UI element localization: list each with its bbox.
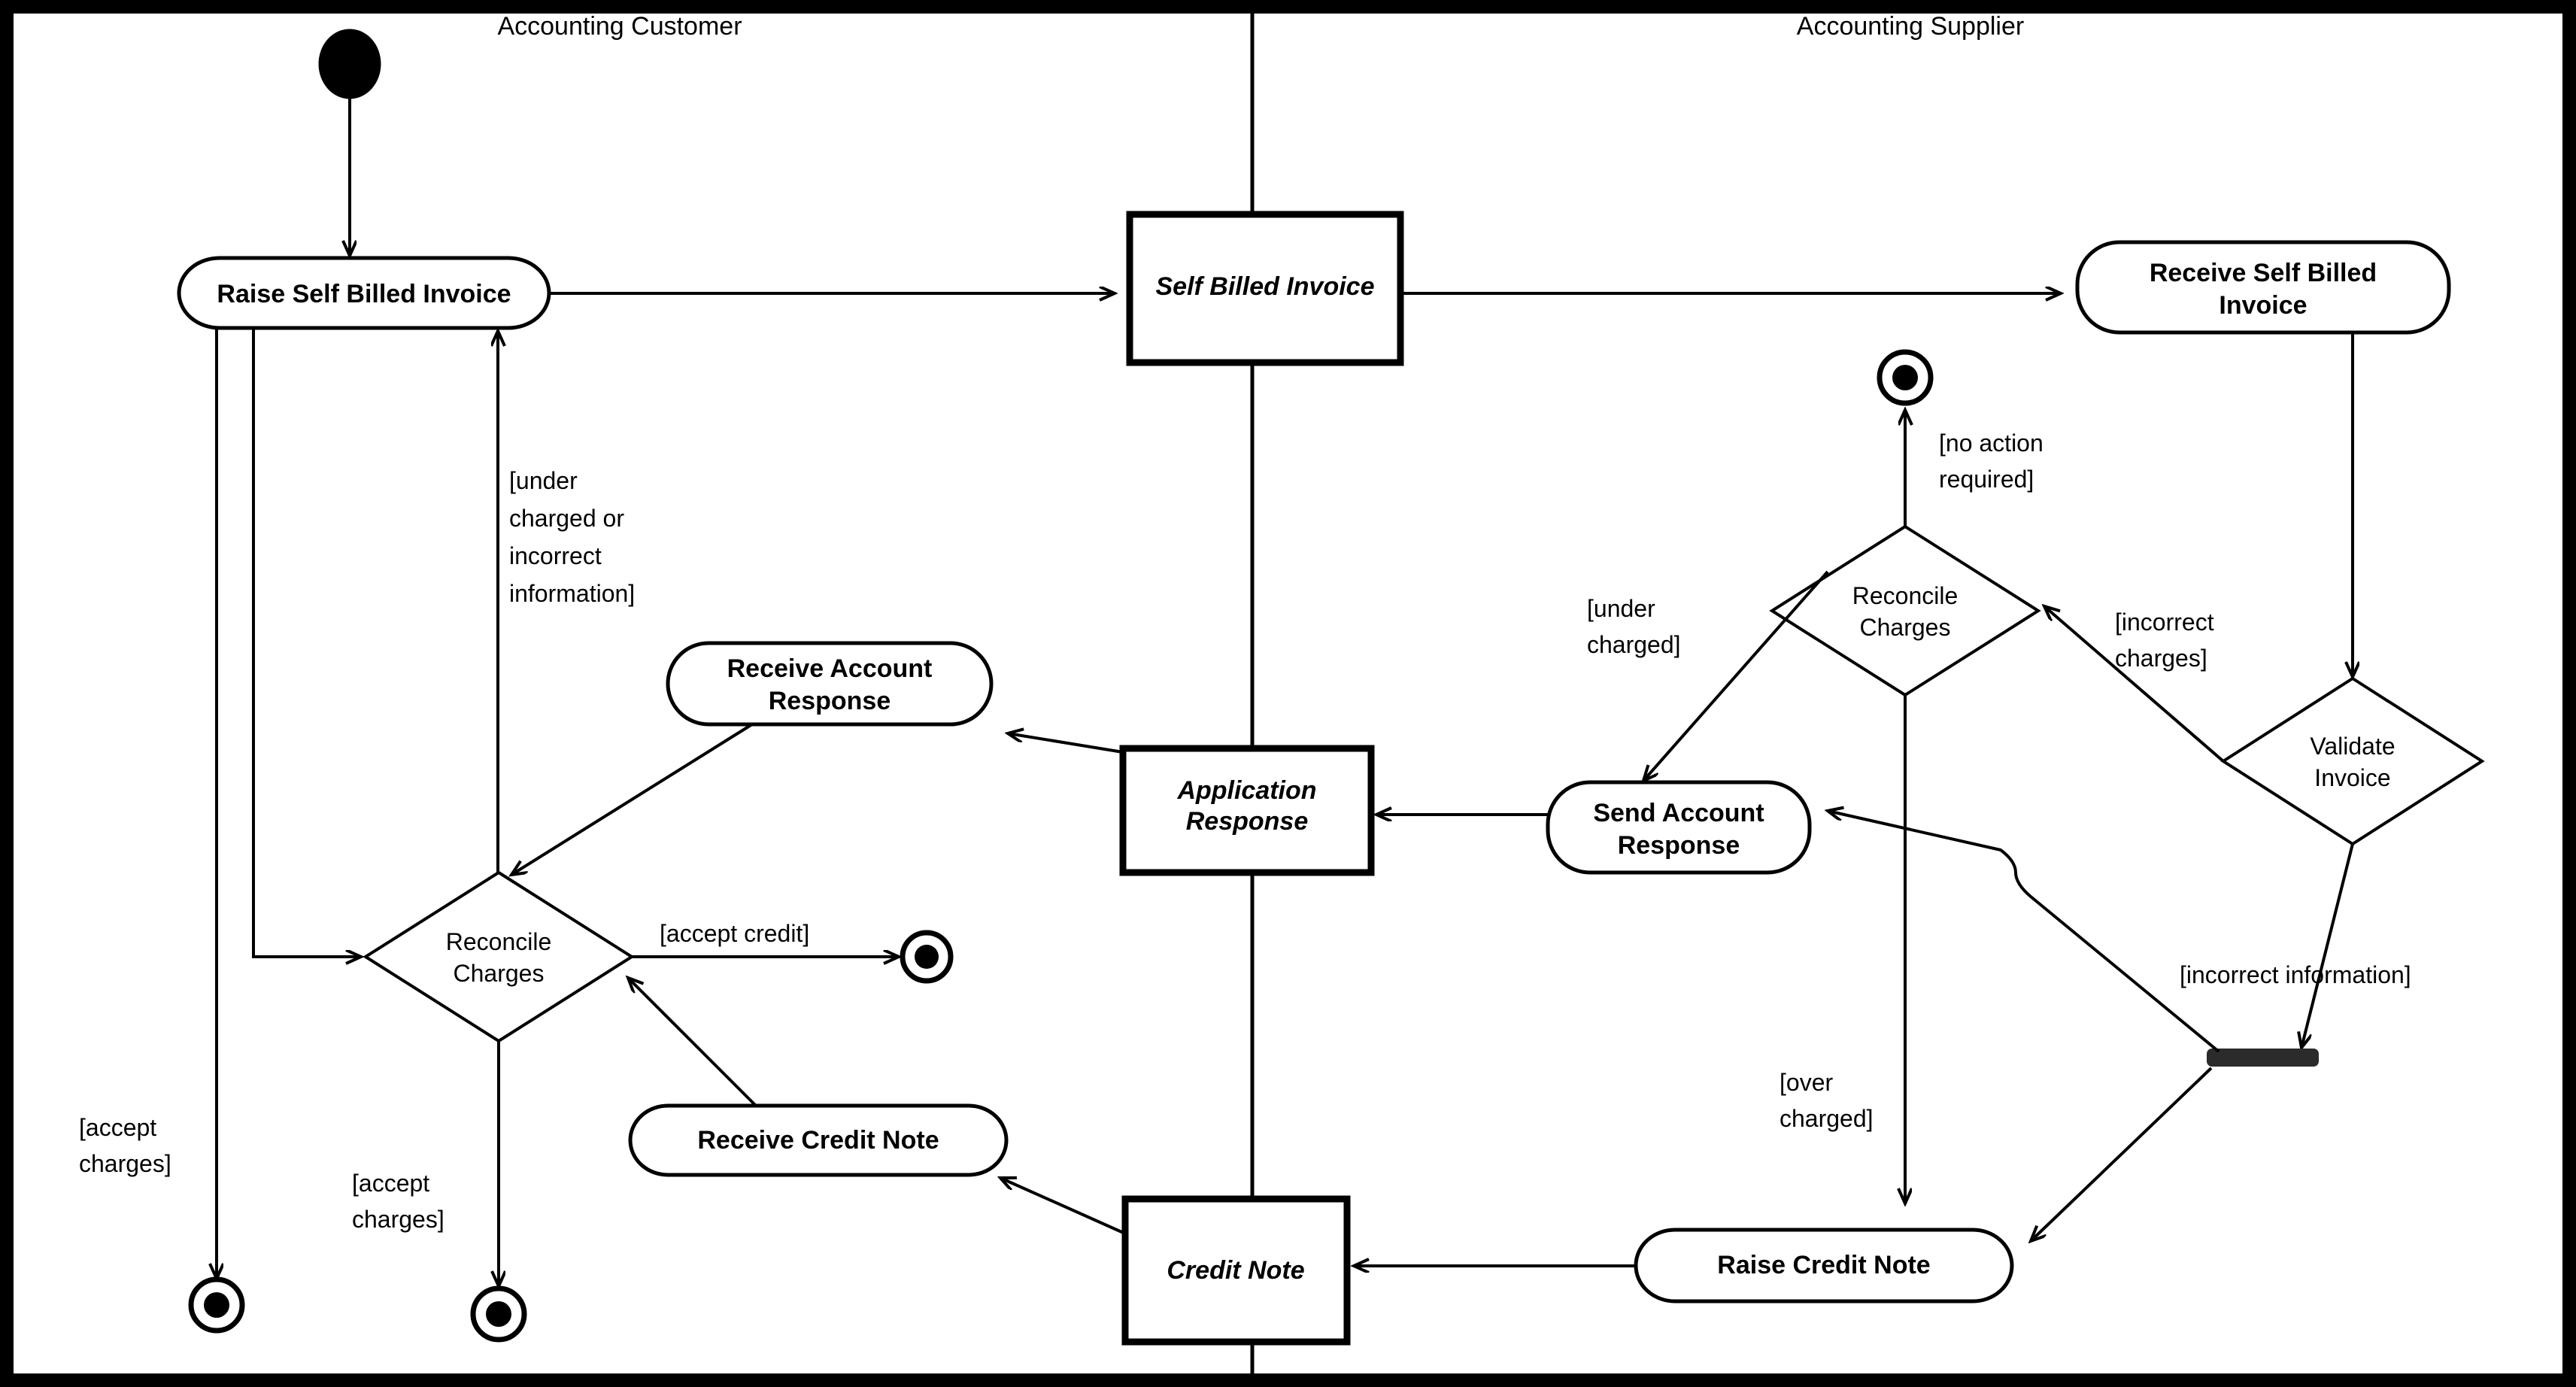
action-label-line2: Response bbox=[769, 687, 891, 715]
action-send-account-response[interactable]: Send Account Response bbox=[1546, 780, 1812, 875]
decision-shape bbox=[2220, 676, 2485, 846]
decision-label-line2: Invoice bbox=[2314, 764, 2390, 791]
svg-text:[under: [under bbox=[1587, 595, 1655, 622]
action-receive-account-response[interactable]: Receive Account Response bbox=[666, 641, 994, 727]
action-label-line2: Response bbox=[1618, 831, 1740, 860]
svg-text:required]: required] bbox=[1939, 466, 2034, 493]
svg-text:charges]: charges] bbox=[352, 1206, 445, 1233]
object-shape bbox=[1126, 211, 1404, 366]
action-receive-credit-note[interactable]: Receive Credit Note bbox=[628, 1103, 1009, 1177]
svg-text:[under: [under bbox=[509, 467, 578, 494]
action-shape bbox=[1546, 780, 1812, 875]
edge-merge-bar-to-send-account-response bbox=[1828, 811, 2220, 1053]
svg-text:[accept: [accept bbox=[79, 1114, 156, 1141]
svg-text:[no action: [no action bbox=[1939, 429, 2044, 457]
object-label: Self Billed Invoice bbox=[1156, 272, 1375, 301]
svg-text:charges]: charges] bbox=[2115, 645, 2207, 672]
object-node-self-billed-invoice[interactable]: Self Billed Invoice bbox=[1126, 211, 1404, 366]
decision-shape bbox=[1769, 524, 2041, 697]
decision-reconcile-charges-customer[interactable]: Reconcile Charges bbox=[363, 870, 635, 1043]
object-label: Credit Note bbox=[1167, 1256, 1304, 1285]
svg-text:charged]: charged] bbox=[1587, 631, 1681, 658]
lane-title-supplier: Accounting Supplier bbox=[1797, 12, 2024, 41]
final-node-accept-credit bbox=[900, 930, 954, 984]
edge-receive-credit-note-to-reconcile-charges bbox=[628, 978, 757, 1107]
edge-validate-invoice-to-merge-bar bbox=[2301, 843, 2354, 1048]
decision-shape bbox=[363, 870, 635, 1043]
guard-under-charged-or-incorrect-information: [under charged or incorrect information] bbox=[509, 467, 635, 607]
action-shape bbox=[2075, 240, 2451, 335]
edge-application-response-to-receive-account-response bbox=[1008, 733, 1124, 754]
action-label-line1: Send Account bbox=[1593, 799, 1764, 827]
action-label: Raise Credit Note bbox=[1717, 1251, 1930, 1279]
svg-text:[incorrect: [incorrect bbox=[2115, 609, 2214, 636]
edge-validate-invoice-to-reconcile-supplier bbox=[2044, 606, 2225, 763]
svg-text:[over: [over bbox=[1780, 1069, 1833, 1096]
decision-label-line1: Reconcile bbox=[1852, 582, 1959, 609]
decision-label-line1: Validate bbox=[2310, 733, 2395, 760]
guard-incorrect-information: [incorrect information] bbox=[2180, 961, 2411, 988]
final-node-accept-charges-left bbox=[188, 1276, 245, 1334]
decision-label-line2: Charges bbox=[1860, 614, 1951, 641]
edge-merge-bar-to-raise-credit-note bbox=[2031, 1067, 2213, 1241]
action-label: Receive Credit Note bbox=[697, 1126, 939, 1155]
final-node-no-action-required bbox=[1877, 349, 1934, 406]
guard-incorrect-charges: [incorrect charges] bbox=[2115, 609, 2214, 672]
decision-reconcile-charges-supplier[interactable]: Reconcile Charges bbox=[1769, 524, 2041, 697]
edge-credit-note-to-receive-credit-note bbox=[1000, 1178, 1126, 1235]
final-node-accept-charges-mid bbox=[470, 1285, 527, 1343]
decision-validate-invoice[interactable]: Validate Invoice bbox=[2220, 676, 2485, 846]
action-shape bbox=[628, 1103, 1009, 1177]
svg-text:incorrect: incorrect bbox=[509, 542, 602, 569]
svg-text:charged or: charged or bbox=[509, 505, 624, 532]
guard-accept-credit: [accept credit] bbox=[660, 920, 809, 947]
decision-label-line1: Reconcile bbox=[446, 928, 552, 955]
object-node-application-response[interactable]: Application Response bbox=[1119, 745, 1375, 876]
lane-title-customer: Accounting Customer bbox=[497, 12, 742, 41]
object-shape bbox=[1119, 745, 1375, 876]
svg-text:information]: information] bbox=[509, 580, 635, 607]
svg-text:charges]: charges] bbox=[79, 1150, 171, 1177]
edge-raise-invoice-to-reconcile-charges bbox=[252, 328, 361, 957]
svg-text:[accept: [accept bbox=[352, 1170, 429, 1197]
guard-over-charged: [over charged] bbox=[1780, 1069, 1874, 1132]
initial-node bbox=[318, 29, 381, 99]
object-shape bbox=[1121, 1195, 1351, 1346]
decision-label-line2: Charges bbox=[454, 960, 545, 987]
action-label: Raise Self Billed Invoice bbox=[217, 280, 511, 308]
action-label-line1: Receive Account bbox=[727, 654, 933, 683]
guard-accept-charges-left: [accept charges] bbox=[79, 1114, 171, 1177]
guard-no-action-required: [no action required] bbox=[1939, 429, 2044, 493]
guard-under-charged: [under charged] bbox=[1587, 595, 1681, 658]
action-raise-credit-note[interactable]: Raise Credit Note bbox=[1634, 1228, 2014, 1304]
edge-receive-account-response-to-reconcile-charges bbox=[511, 723, 754, 875]
guard-accept-charges-mid: [accept charges] bbox=[352, 1170, 445, 1233]
edge-reconcile-supplier-to-send-account-response bbox=[1643, 570, 1829, 781]
merge-bar bbox=[2207, 1049, 2319, 1067]
action-raise-self-billed-invoice[interactable]: Raise Self Billed Invoice bbox=[177, 256, 551, 330]
action-shape bbox=[666, 641, 994, 727]
action-receive-self-billed-invoice[interactable]: Receive Self Billed Invoice bbox=[2075, 240, 2451, 335]
action-label-line2: Invoice bbox=[2219, 291, 2307, 320]
svg-text:charged]: charged] bbox=[1780, 1105, 1874, 1132]
object-node-credit-note[interactable]: Credit Note bbox=[1121, 1195, 1351, 1346]
object-label-line2: Response bbox=[1186, 807, 1309, 836]
action-label-line1: Receive Self Billed bbox=[2150, 259, 2377, 287]
object-label-line1: Application bbox=[1176, 776, 1316, 805]
